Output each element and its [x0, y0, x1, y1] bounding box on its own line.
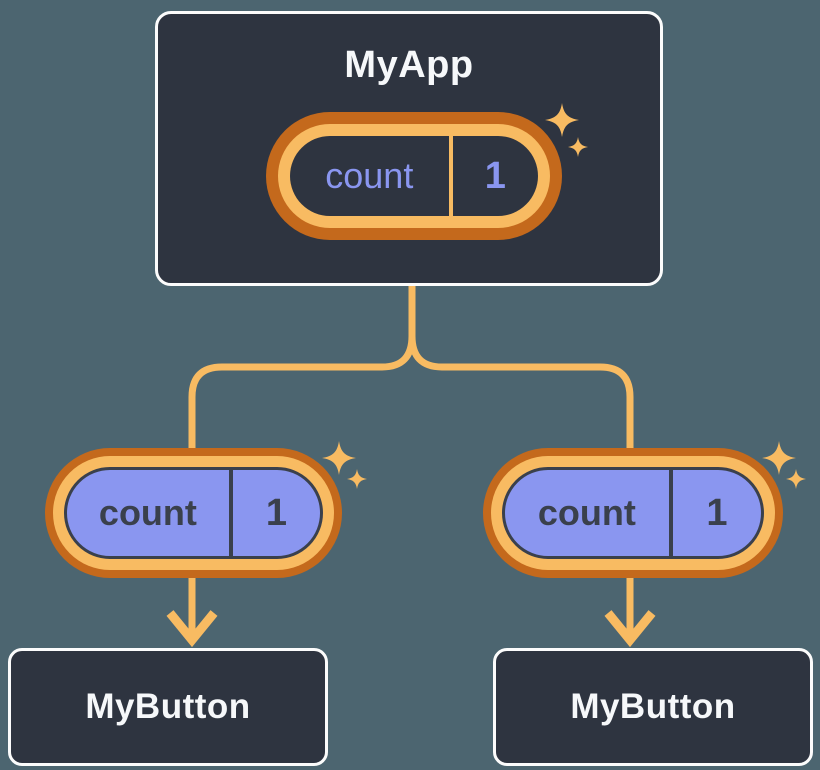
state-pill-divider — [448, 136, 453, 216]
prop-pill-divider — [668, 470, 673, 556]
arrowhead-right-icon — [604, 610, 656, 648]
state-pill-inner-ring: count 1 — [278, 124, 550, 228]
prop-label: count — [537, 492, 636, 533]
sparkle-icon — [545, 103, 579, 137]
state-pill-myapp: count 1 — [266, 112, 562, 240]
prop-pill-inner-ring: count 1 — [491, 456, 775, 570]
state-label: count — [325, 155, 414, 196]
prop-pill-inner-ring: count 1 — [53, 456, 334, 570]
prop-pill-divider — [228, 470, 233, 556]
sparkle-icon — [568, 137, 588, 157]
prop-pill-body: count 1 — [64, 467, 323, 559]
state-pill-outer-ring: count 1 — [266, 112, 562, 240]
sparkle-icon — [347, 469, 367, 489]
prop-value: 1 — [706, 491, 728, 534]
prop-pill-outer-ring: count 1 — [45, 448, 342, 578]
state-pill-body: count 1 — [290, 136, 538, 216]
prop-label: count — [98, 492, 197, 533]
prop-pill-left: count 1 — [45, 448, 342, 578]
prop-pill-right: count 1 — [483, 448, 783, 578]
state-value: 1 — [484, 154, 506, 197]
node-myapp-title: MyApp — [344, 44, 474, 86]
branch-right-line — [408, 284, 634, 642]
node-mybutton-title: MyButton — [570, 687, 736, 726]
arrowhead-left-icon — [166, 610, 218, 648]
sparkle-icon — [762, 441, 796, 475]
prop-pill-body: count 1 — [502, 467, 764, 559]
prop-pill-outer-ring: count 1 — [483, 448, 783, 578]
node-mybutton-left: MyButton — [8, 648, 328, 766]
sparkle-icon — [786, 469, 806, 489]
node-mybutton-right: MyButton — [493, 648, 813, 766]
node-mybutton-title: MyButton — [85, 687, 251, 726]
sparkle-icon — [322, 441, 356, 475]
prop-value: 1 — [265, 491, 287, 534]
